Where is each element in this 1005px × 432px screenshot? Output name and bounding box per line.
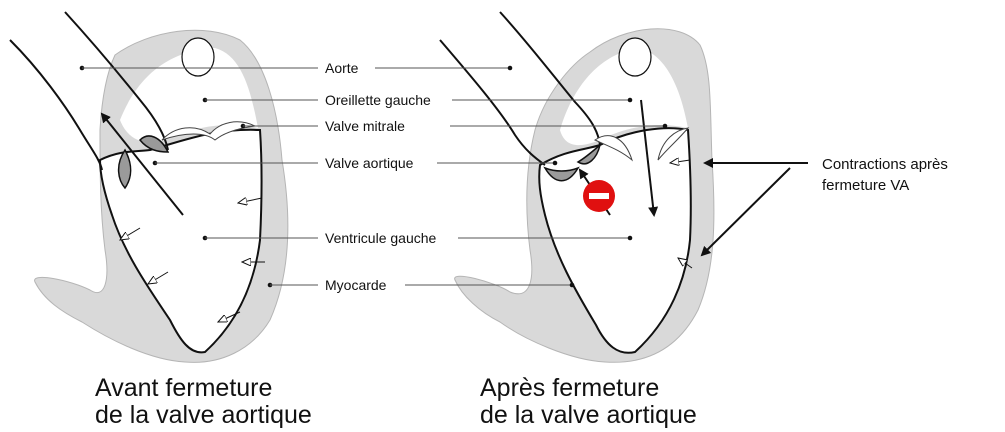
aorta-wall-right-outer	[440, 40, 545, 165]
label-oreillette-gauche: Oreillette gauche	[325, 92, 431, 108]
label-ventricule-gauche: Ventricule gauche	[325, 230, 437, 246]
side-note-arrow-2	[702, 168, 790, 255]
vein-ostium-right	[619, 38, 651, 76]
heart-before-closure	[10, 12, 288, 362]
side-note-line2: fermeture VA	[822, 177, 909, 194]
caption-right-line1: Après fermeture	[480, 374, 659, 402]
side-note-line1: Contractions après	[822, 156, 948, 173]
aorta-wall-left-outer	[10, 40, 102, 170]
label-valve-mitrale: Valve mitrale	[325, 118, 405, 134]
caption-right-line2: de la valve aortique	[480, 401, 697, 429]
label-valve-aortique: Valve aortique	[325, 155, 414, 171]
heart-after-closure	[440, 12, 808, 362]
vein-ostium-left	[182, 38, 214, 76]
label-aorte: Aorte	[325, 60, 359, 76]
caption-left-line1: Avant fermeture	[95, 374, 272, 402]
no-entry-icon	[583, 180, 615, 212]
label-myocarde: Myocarde	[325, 277, 387, 293]
caption-left-line2: de la valve aortique	[95, 401, 312, 429]
